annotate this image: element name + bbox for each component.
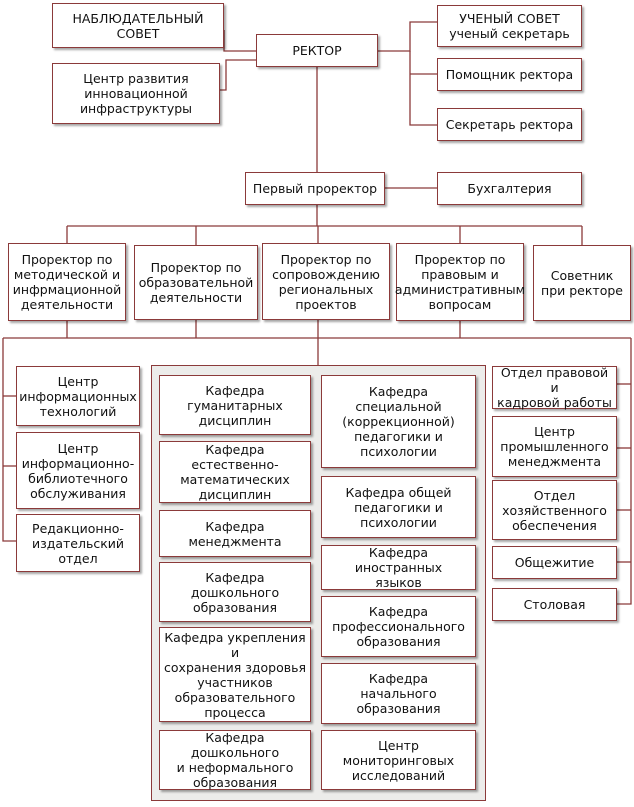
legal-hr-department: Отдел правовой и кадровой работы — [492, 365, 617, 410]
dormitory: Общежитие — [492, 546, 617, 579]
vice-rector-regional: Проректор по сопровождению региональных … — [262, 243, 390, 320]
connector — [223, 30, 256, 52]
library-center: Центр информационно- библиотечного обслу… — [16, 432, 140, 509]
vice-rector-legal: Проректор по правовым и административным… — [395, 243, 525, 321]
connector — [2, 338, 16, 542]
dept-vocational: Кафедра профессионального образования — [321, 596, 476, 657]
vice-rector-method: Проректор по методической и инфрмационно… — [8, 243, 126, 321]
dept-general-pedagogy: Кафедра общей педагогики и психологии — [321, 476, 476, 538]
dept-foreign-languages: Кафедра иностранных языков — [321, 545, 476, 590]
monitoring-center: Центр мониторинговых исследований — [321, 730, 476, 790]
publishing-department: Редакционно- издательский отдел — [16, 514, 140, 572]
dept-humanities: Кафедра гуманитарных дисциплин — [159, 375, 311, 435]
rector: РЕКТОР — [256, 34, 378, 67]
first-vice-rector: Первый проректор — [245, 172, 385, 205]
dept-special-pedagogy: Кафедра специальной (коррекционной) педа… — [321, 375, 476, 468]
rector-advisor: Советник при ректоре — [533, 245, 631, 321]
accounting: Бухгалтерия — [437, 172, 582, 205]
dept-primary: Кафедра начального образования — [321, 663, 476, 724]
it-center: Центр информационных технологий — [16, 366, 140, 426]
supervisory-board: НАБЛЮДАТЕЛЬНЫЙ СОВЕТ — [52, 3, 224, 48]
dept-management: Кафедра менеджмента — [159, 510, 311, 557]
academic-council: УЧЕНЫЙ СОВЕТ ученый секретарь — [437, 5, 582, 47]
vice-rector-education: Проректор по образовательной деятельност… — [134, 245, 258, 320]
household-department: Отдел хозяйственного обеспечения — [492, 480, 617, 540]
dept-preschool: Кафедра дошкольного образования — [159, 562, 311, 622]
rector-secretary: Секретарь ректора — [437, 108, 582, 141]
connector — [378, 21, 437, 52]
industrial-management-center: Центр промышленного менеджмента — [492, 416, 617, 477]
dept-natural-sciences: Кафедра естественно- математических дисц… — [159, 441, 311, 503]
connector — [220, 59, 256, 91]
dept-health: Кафедра укрепления и сохранения здоровья… — [159, 627, 311, 722]
innovation-center: Центр развития инновационной инфраструкт… — [52, 63, 220, 124]
connector — [409, 51, 437, 126]
rector-assistant: Помощник ректора — [437, 58, 582, 91]
connector — [617, 338, 632, 605]
dept-preschool-nonformal: Кафедра дошкольного и неформального обра… — [159, 730, 311, 790]
canteen: Столовая — [492, 588, 617, 621]
